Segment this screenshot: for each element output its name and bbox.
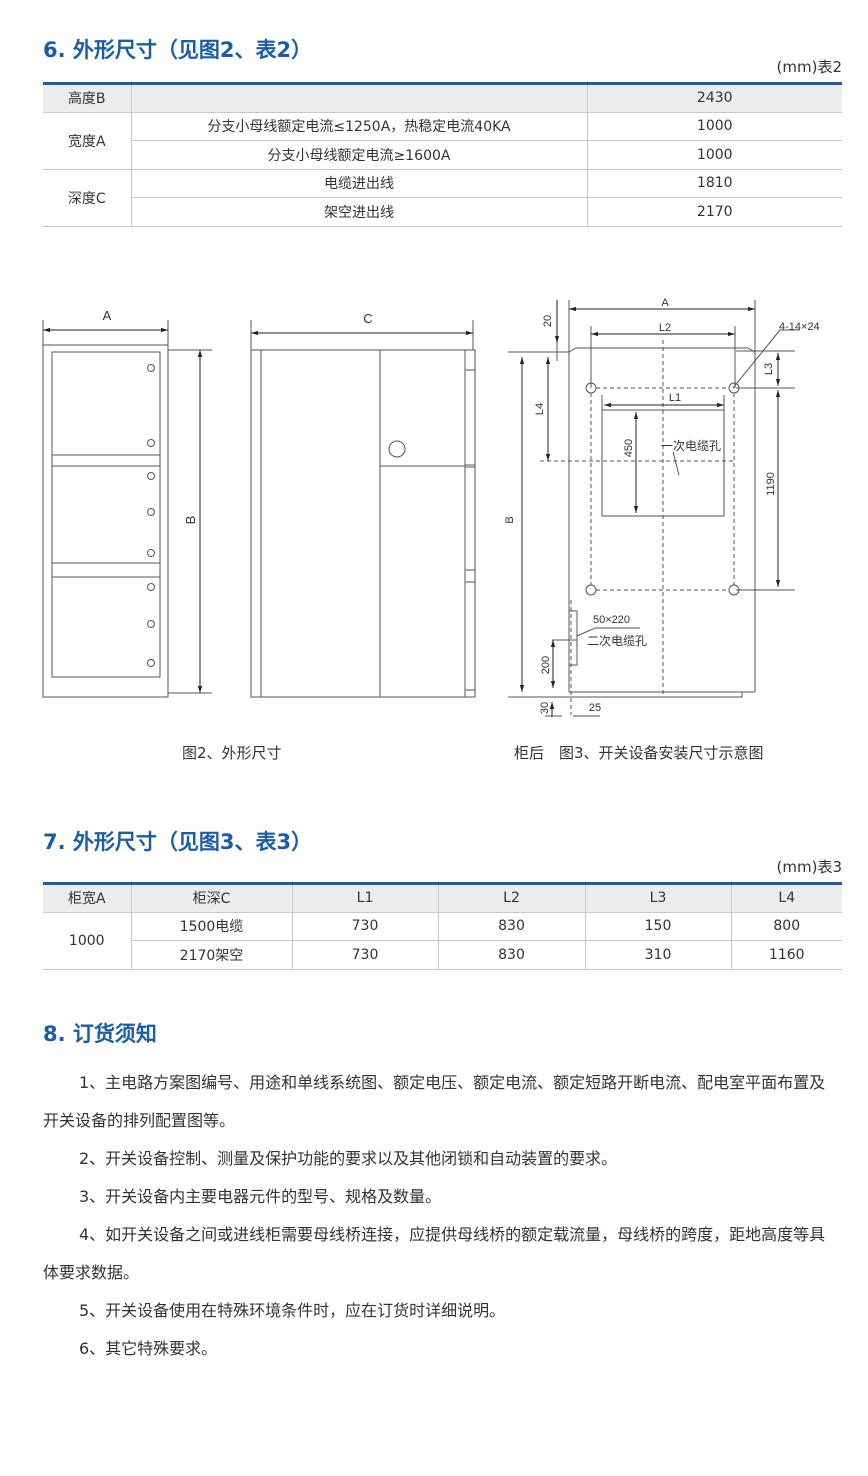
dim-30-label: 30 (539, 702, 551, 714)
cell: 宽度A (43, 112, 131, 170)
rear-mounting-drawing (508, 300, 800, 717)
cell: 1000 (586, 112, 842, 141)
cell: 830 (437, 912, 585, 941)
dim-1190-label: 1190 (765, 472, 777, 496)
cell: 2430 (586, 83, 842, 113)
header-cell: 柜深C (130, 883, 292, 913)
cell: 分支小母线额定电流≤1250A，热稳定电流40KA (130, 112, 587, 141)
header-cell: 柜宽A (43, 883, 131, 913)
figure-3-caption: 柜后 图3、开关设备安装尺寸示意图 (514, 744, 764, 762)
cell: 1160 (730, 940, 842, 970)
header-cell: L3 (584, 883, 731, 913)
cell: 电缆进出线 (130, 169, 587, 198)
dim-450-label: 450 (623, 439, 635, 457)
secondary-hole-label: 二次电缆孔 (587, 634, 647, 648)
cell: 730 (291, 940, 438, 970)
figure-2-caption: 图2、外形尺寸 (182, 744, 282, 762)
secondary-hole-size: 50×220 (593, 614, 630, 626)
cell: 150 (584, 912, 731, 941)
cell: 800 (730, 912, 842, 941)
holes-label: 4-14×24 (779, 321, 820, 333)
primary-hole-label: 一次电缆孔 (661, 439, 721, 453)
section-8-title: 8. 订货须知 (43, 1022, 157, 1046)
front-view-drawing (42, 320, 212, 698)
note-item: 5、开关设备使用在特殊环境条件时，应在订货时详细说明。 (79, 1301, 506, 1320)
note-item: 2、开关设备控制、测量及保护功能的要求以及其他闭锁和自动装置的要求。 (79, 1149, 618, 1168)
rear-dim-b-label: B (504, 516, 516, 523)
dim-l3-label: L3 (763, 363, 775, 375)
table3-unit: (mm)表3 (776, 858, 842, 876)
header-cell: L1 (291, 883, 438, 913)
cell: 310 (584, 940, 731, 970)
ordering-notes: 1、主电路方案图编号、用途和单线系统图、额定电压、额定电流、额定短路开断电流、配… (43, 1064, 833, 1368)
dim-c-label: C (363, 311, 372, 326)
cell: 2170架空 (130, 940, 292, 970)
side-view-drawing (250, 320, 476, 698)
dim-200-label: 200 (540, 656, 552, 674)
section-7-title: 7. 外形尺寸（见图3、表3） (43, 830, 313, 854)
dim-a-label: A (103, 308, 112, 323)
cell: 730 (291, 912, 438, 941)
dim-l4-label: L4 (534, 403, 546, 415)
rear-dim-a-label: A (661, 297, 669, 309)
table2-unit: (mm)表2 (776, 58, 842, 76)
cell: 1810 (586, 169, 842, 198)
cell: 1000 (586, 140, 842, 170)
dim-l2-label: L2 (659, 322, 671, 334)
cell (130, 83, 587, 113)
cell: 1500电缆 (130, 912, 292, 941)
cell: 1000 (43, 912, 131, 970)
note-item: 4、如开关设备之间或进线柜需要母线桥连接，应提供母线桥的额定载流量，母线桥的跨度… (43, 1225, 826, 1282)
header-cell: L2 (437, 883, 585, 913)
cell: 分支小母线额定电流≥1600A (130, 140, 587, 170)
section-6-title: 6. 外形尺寸（见图2、表2） (43, 38, 313, 62)
cell: 2170 (586, 197, 842, 227)
dim-20-label: 20 (542, 315, 554, 327)
dim-b-label: B (183, 516, 198, 525)
cell: 深度C (43, 169, 131, 227)
note-item: 3、开关设备内主要电器元件的型号、规格及数量。 (79, 1187, 442, 1206)
note-item: 6、其它特殊要求。 (79, 1339, 218, 1358)
table-row: 高度B 2430 (43, 83, 842, 113)
cell: 830 (437, 940, 585, 970)
dim-l1-label: L1 (669, 392, 681, 404)
note-item: 1、主电路方案图编号、用途和单线系统图、额定电压、额定电流、额定短路开断电流、配… (43, 1073, 826, 1130)
header-cell: L4 (730, 883, 842, 913)
dimension-drawings: A B C A L2 L1 L3 L4 B 20 450 1190 200 30… (42, 297, 820, 717)
cell: 高度B (43, 83, 131, 113)
dim-25-label: 25 (589, 702, 601, 714)
cell: 架空进出线 (130, 197, 587, 227)
